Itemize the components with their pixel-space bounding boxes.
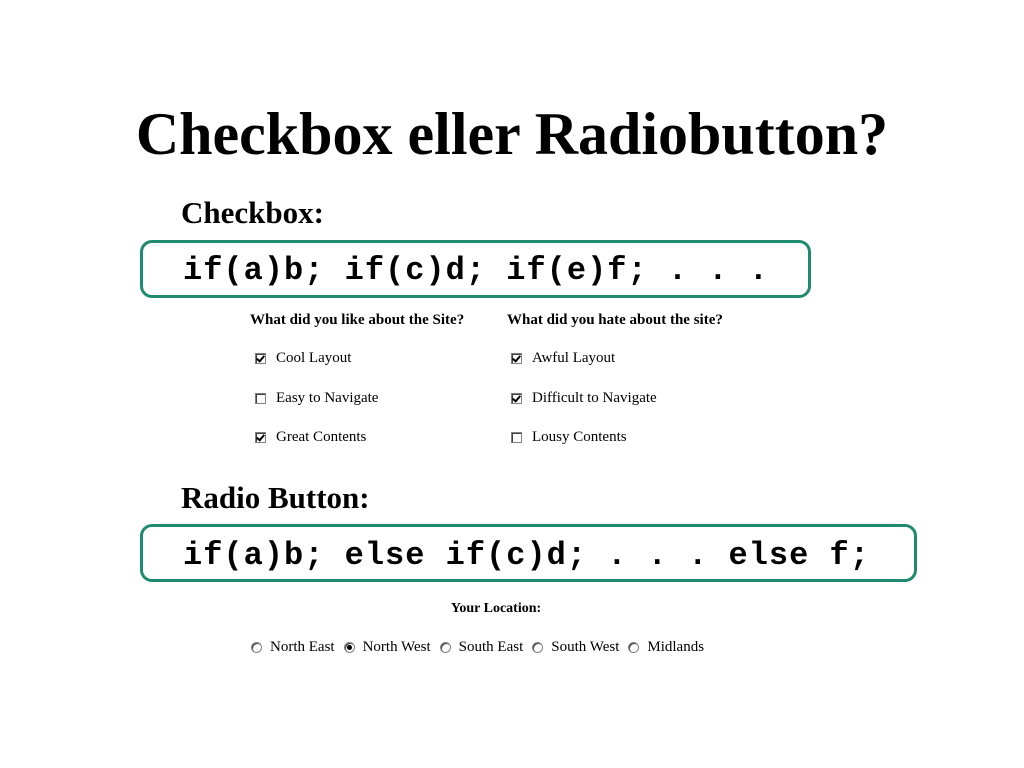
radio-north-west[interactable] bbox=[343, 641, 355, 653]
label-cool-layout: Cool Layout bbox=[276, 350, 352, 366]
radio-north-east[interactable] bbox=[251, 641, 262, 653]
option-easy-to-navigate[interactable]: Easy to Navigate bbox=[255, 389, 378, 407]
option-midlands[interactable]: Midlands bbox=[628, 638, 704, 656]
option-difficult-to-navigate[interactable]: Difficult to Navigate bbox=[511, 389, 657, 407]
label-great-contents: Great Contents bbox=[276, 429, 367, 445]
checkbox-awful-layout[interactable] bbox=[511, 352, 522, 364]
label-south-west: South West bbox=[551, 639, 620, 655]
label-north-west: North West bbox=[362, 639, 431, 655]
location-radio-group: North East North West South East South W… bbox=[251, 638, 713, 656]
checkbox-lousy-contents[interactable] bbox=[511, 431, 522, 443]
like-column-heading: What did you like about the Site? bbox=[250, 312, 465, 328]
label-difficult-to-navigate: Difficult to Navigate bbox=[532, 390, 657, 406]
label-north-east: North East bbox=[270, 639, 335, 655]
option-north-west[interactable]: North West bbox=[343, 638, 431, 656]
option-north-east[interactable]: North East bbox=[251, 638, 335, 656]
checkbox-code-box: if(a)b; if(c)d; if(e)f; . . . bbox=[140, 240, 811, 298]
option-south-east[interactable]: South East bbox=[439, 638, 524, 656]
radio-heading: Radio Button: bbox=[181, 480, 370, 515]
option-south-west[interactable]: South West bbox=[532, 638, 619, 656]
radio-code: if(a)b; else if(c)d; . . . else f; bbox=[183, 537, 870, 574]
checkbox-code: if(a)b; if(c)d; if(e)f; . . . bbox=[183, 252, 769, 289]
radio-south-east[interactable] bbox=[439, 641, 451, 653]
checkbox-easy-to-navigate[interactable] bbox=[255, 392, 266, 404]
slide-title: Checkbox eller Radiobutton? bbox=[135, 101, 889, 167]
label-midlands: Midlands bbox=[647, 639, 705, 655]
checkbox-difficult-to-navigate[interactable] bbox=[511, 392, 522, 404]
option-lousy-contents[interactable]: Lousy Contents bbox=[511, 428, 627, 446]
label-lousy-contents: Lousy Contents bbox=[532, 429, 627, 445]
radio-midlands[interactable] bbox=[628, 641, 640, 653]
checkbox-heading: Checkbox: bbox=[181, 195, 324, 230]
location-group-label: Your Location: bbox=[450, 601, 542, 616]
option-awful-layout[interactable]: Awful Layout bbox=[511, 349, 615, 367]
checkbox-great-contents[interactable] bbox=[255, 431, 266, 443]
label-easy-to-navigate: Easy to Navigate bbox=[276, 390, 379, 406]
radio-south-west[interactable] bbox=[532, 641, 544, 653]
label-awful-layout: Awful Layout bbox=[532, 350, 616, 366]
option-cool-layout[interactable]: Cool Layout bbox=[255, 349, 351, 367]
label-south-east: South East bbox=[458, 639, 524, 655]
hate-column-heading: What did you hate about the site? bbox=[507, 312, 723, 328]
option-great-contents[interactable]: Great Contents bbox=[255, 428, 366, 446]
radio-code-box: if(a)b; else if(c)d; . . . else f; bbox=[140, 524, 917, 582]
checkbox-cool-layout[interactable] bbox=[255, 352, 266, 364]
